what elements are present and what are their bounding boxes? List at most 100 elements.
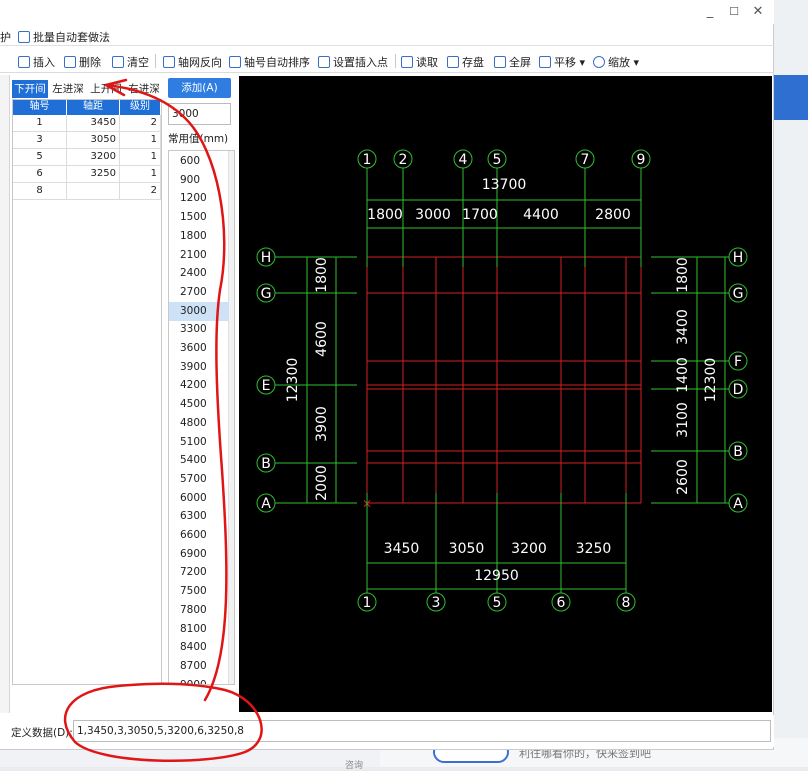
cell-distance[interactable]: 3450	[67, 115, 120, 131]
add-button[interactable]: 添加(A)	[168, 78, 231, 98]
table-row[interactable]: 8 2	[13, 183, 161, 200]
table-row[interactable]: 6 3250 1	[13, 166, 161, 183]
pan-button[interactable]: 平移 ▾	[539, 54, 585, 70]
axis-bubble-label: 2	[399, 152, 408, 168]
cell-distance[interactable]	[67, 183, 120, 199]
cell-distance[interactable]: 3050	[67, 132, 120, 148]
common-value-item[interactable]: 2700	[180, 285, 207, 298]
top-span-dimension: 2800	[595, 207, 631, 223]
define-data-label: 定义数据(D):	[11, 727, 73, 739]
common-values-label: 常用值(mm)	[168, 133, 229, 145]
tab-bottom-bay[interactable]: 下开间	[12, 80, 48, 98]
minimize-button[interactable]: _	[706, 4, 714, 19]
axis-bubble	[575, 149, 595, 169]
common-value-item[interactable]: 6300	[180, 510, 207, 523]
common-value-item[interactable]: 1800	[180, 229, 207, 242]
cell-axis[interactable]: 5	[13, 149, 67, 165]
axis-bubble	[728, 247, 748, 267]
batch-auto-method-menu[interactable]: 批量自动套做法	[18, 29, 110, 45]
common-value-item[interactable]: 3900	[180, 360, 207, 373]
common-value-item[interactable]: 4800	[180, 416, 207, 429]
set-insert-point-button[interactable]: 设置插入点	[318, 54, 388, 70]
axis-bubble	[256, 493, 276, 513]
header-level: 级别	[120, 100, 161, 115]
axis-bubble	[487, 149, 507, 169]
common-value-item[interactable]: 7800	[180, 603, 207, 616]
cell-level[interactable]: 2	[120, 183, 161, 199]
cell-level[interactable]: 1	[120, 132, 161, 148]
cell-axis[interactable]: 1	[13, 115, 67, 131]
insert-button[interactable]: 插入	[18, 54, 55, 70]
common-value-item[interactable]: 3300	[180, 323, 207, 336]
tab-top-bay[interactable]: 上开间	[90, 83, 122, 95]
axis-bubble	[551, 592, 571, 612]
clear-button[interactable]: 清空	[112, 54, 149, 70]
common-value-item[interactable]: 900	[180, 173, 201, 186]
delete-label: 删除	[79, 56, 101, 69]
fullscreen-button[interactable]: 全屏	[494, 54, 531, 70]
cell-level[interactable]: 2	[120, 115, 161, 131]
table-row[interactable]: 1 3450 2	[13, 115, 161, 132]
cell-axis[interactable]: 3	[13, 132, 67, 148]
common-values-list[interactable]: 600 900 1200 1500 1800 2100 2400 2700 3000 3300 36…	[168, 150, 235, 685]
axis-bubble-label: H	[261, 250, 272, 266]
axis-reverse-label: 轴网反向	[178, 56, 222, 69]
read-button[interactable]: 读取	[401, 54, 438, 70]
batch-label: 批量自动套做法	[33, 31, 110, 44]
cell-axis[interactable]: 6	[13, 166, 67, 182]
common-value-item[interactable]: 2100	[180, 248, 207, 261]
common-value-item[interactable]: 4500	[180, 398, 207, 411]
menu-item-partial[interactable]: 护	[0, 31, 11, 44]
tab-left-depth[interactable]: 左进深	[52, 83, 84, 95]
common-value-item[interactable]: 5700	[180, 472, 207, 485]
common-value-item[interactable]: 6900	[180, 547, 207, 560]
common-value-item[interactable]: 1500	[180, 211, 207, 224]
cell-distance[interactable]: 3200	[67, 149, 120, 165]
axis-bubble-label: 4	[459, 152, 468, 168]
zoom-icon	[593, 56, 605, 68]
common-value-item[interactable]: 1200	[180, 192, 207, 205]
common-value-item[interactable]: 8100	[180, 622, 207, 635]
auto-sort-label: 轴号自动排序	[244, 56, 310, 69]
table-row[interactable]: 5 3200 1	[13, 149, 161, 166]
axis-bubble-label: 7	[581, 152, 590, 168]
tab-right-depth[interactable]: 右进深	[128, 83, 160, 95]
delete-button[interactable]: 删除	[64, 54, 101, 70]
auto-sort-button[interactable]: 轴号自动排序	[229, 54, 310, 70]
axis-bubble	[728, 441, 748, 461]
maximize-button[interactable]: ☐	[729, 5, 739, 18]
common-value-item[interactable]: 7200	[180, 566, 207, 579]
common-value-item[interactable]: 8400	[180, 641, 207, 654]
common-value-item[interactable]: 3600	[180, 342, 207, 354]
common-value-item[interactable]: 2400	[180, 267, 207, 280]
zoom-button[interactable]: 缩放 ▾	[593, 54, 639, 70]
cell-axis[interactable]: 8	[13, 183, 67, 199]
cell-distance[interactable]: 3250	[67, 166, 120, 182]
save-icon	[447, 56, 459, 68]
list-scrollbar[interactable]	[228, 151, 234, 684]
common-value-item[interactable]: 5100	[180, 435, 207, 448]
background-right-strip	[774, 0, 808, 767]
cell-level[interactable]: 1	[120, 166, 161, 182]
table-row[interactable]: 3 3050 1	[13, 132, 161, 149]
define-data-input[interactable]: 1,3450,3,3050,5,3200,6,3250,8	[73, 720, 771, 742]
common-value-item[interactable]: 9000	[180, 678, 207, 685]
axis-reverse-button[interactable]: 轴网反向	[163, 54, 222, 70]
close-button[interactable]: ✕	[752, 4, 764, 19]
axis-bubble-label: 8	[622, 595, 631, 611]
common-value-item[interactable]: 7500	[180, 585, 207, 598]
common-value-item[interactable]: 6600	[180, 529, 207, 541]
axis-bubble	[256, 247, 276, 267]
value-input[interactable]: 3000	[168, 103, 231, 125]
common-value-item[interactable]: 6000	[180, 491, 207, 504]
common-value-item[interactable]: 8700	[180, 659, 207, 672]
common-value-item[interactable]: 4200	[180, 379, 207, 392]
common-value-item[interactable]: 3000	[169, 301, 229, 321]
cell-level[interactable]: 1	[120, 149, 161, 165]
axis-direction-tabs: 下开间 左进深 上开间 右进深	[12, 80, 162, 98]
common-value-item[interactable]: 600	[180, 155, 201, 167]
read-icon	[401, 56, 413, 68]
common-value-item[interactable]: 5400	[180, 454, 207, 467]
save-button[interactable]: 存盘	[447, 54, 484, 70]
